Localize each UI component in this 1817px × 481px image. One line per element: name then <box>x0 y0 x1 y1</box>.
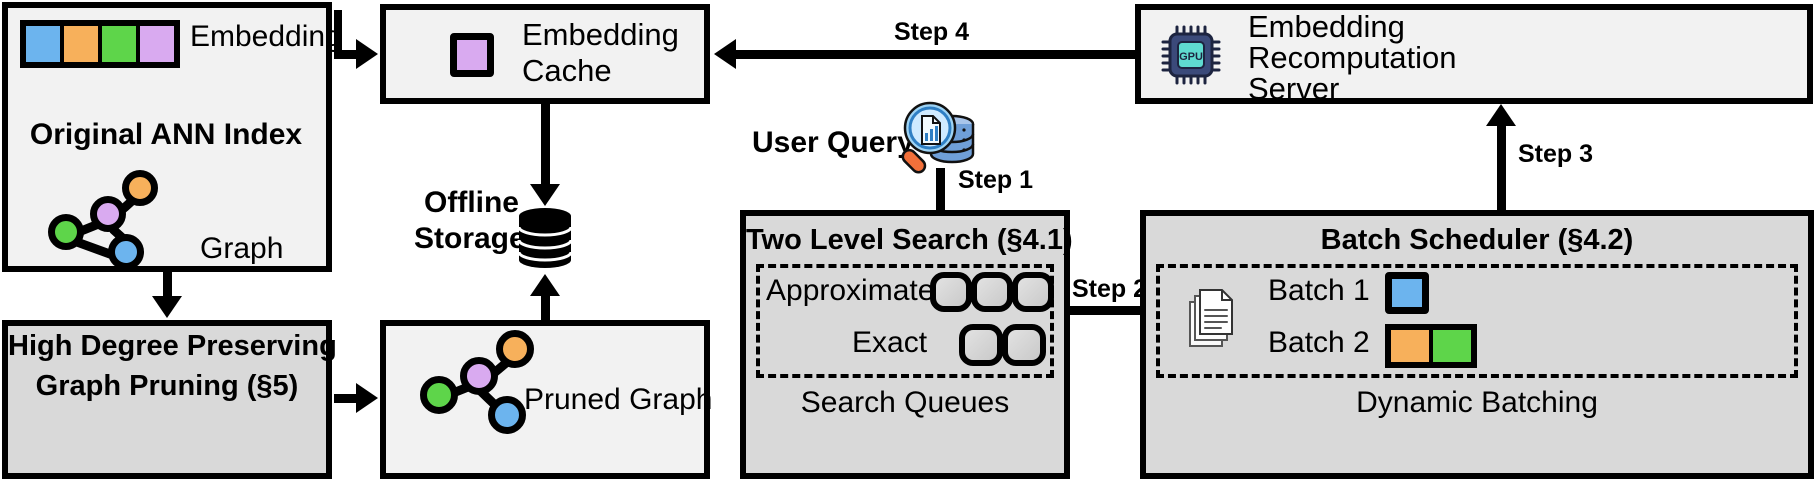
box-batch-scheduler <box>1140 210 1814 479</box>
step3-label: Step 3 <box>1518 140 1594 168</box>
arrowhead-pruning-to-pruned-graph <box>356 383 378 413</box>
original-ann-index-title: Original ANN Index <box>29 118 303 151</box>
dynamic-batching-panel <box>1156 264 1798 378</box>
svg-text:GPU: GPU <box>1179 51 1203 63</box>
connector-pruning-to-pruned-graph <box>334 394 358 403</box>
embedding-strip <box>20 20 180 68</box>
connector-step4 <box>736 50 1135 59</box>
embedding-cell-blue <box>26 26 64 62</box>
embedding-cache-icon <box>450 33 494 77</box>
recomputation-server-line1: Embedding <box>1248 9 1405 44</box>
batch-row-label-2: Batch 2 <box>1268 326 1370 359</box>
embedding-cell-orange <box>64 26 102 62</box>
search-queue-slot <box>971 272 1013 312</box>
arrowhead-pruned-to-storage <box>530 274 560 296</box>
connector-ann-to-cache-vertical <box>334 10 342 58</box>
embedding-cell-green <box>102 26 140 62</box>
connector-cache-to-storage <box>541 104 550 186</box>
ann-graph-node-purple <box>90 196 126 232</box>
pruned-graph-node-purple <box>460 357 498 395</box>
database-cylinder-icon <box>517 208 573 268</box>
connector-step2 <box>1070 306 1146 315</box>
batch-scheduler-title: Batch Scheduler (§4.2) <box>1320 224 1634 256</box>
offline-storage-line2: Storage <box>414 222 526 255</box>
graph-pruning-line2: Graph Pruning (§5) <box>35 370 299 402</box>
ann-graph-node-green <box>48 214 84 250</box>
pruned-graph-node-green <box>420 376 458 414</box>
connector-ann-to-cache <box>334 50 358 59</box>
recomputation-server-line2: Recomputation <box>1248 40 1457 75</box>
embedding-label: Embedding <box>190 20 342 53</box>
arrowhead-step3 <box>1486 104 1516 126</box>
graph-label: Graph <box>200 232 284 265</box>
batch-2-cell-orange <box>1391 330 1433 362</box>
embedding-cache-line2: Cache <box>522 53 612 88</box>
ann-graph-node-blue <box>108 234 144 270</box>
box-embedding-recomputation-server <box>1135 4 1813 104</box>
gpu-chip-icon: GPU <box>1161 25 1221 85</box>
batch-2-cell-green <box>1433 330 1471 362</box>
search-row-label-exact: Exact <box>852 326 928 359</box>
batch-1-embedding-blue <box>1385 272 1429 314</box>
pruned-graph-node-orange <box>496 330 534 368</box>
search-queue-slot <box>1002 324 1046 366</box>
ann-graph-node-orange <box>122 170 158 206</box>
arrowhead-ann-to-cache <box>356 39 378 69</box>
step1-label: Step 1 <box>958 166 1034 194</box>
step4-label: Step 4 <box>894 18 970 46</box>
arrowhead-cache-to-storage <box>530 184 560 206</box>
connector-ann-to-pruning <box>163 272 172 298</box>
connector-pruned-graph-to-storage <box>541 296 550 322</box>
embedding-cache-line1: Embedding <box>522 17 679 52</box>
pruned-graph-label: Pruned Graph <box>524 383 713 416</box>
connector-step1 <box>936 168 945 218</box>
documents-icon <box>1189 289 1233 347</box>
batch-row-label-1: Batch 1 <box>1268 274 1370 307</box>
box-embedding-cache <box>380 4 710 104</box>
pruned-graph-node-blue <box>488 396 526 434</box>
batch-2-embedding-strip <box>1385 324 1477 368</box>
search-queues-caption: Search Queues <box>800 386 1010 419</box>
embedding-cell-purple <box>140 26 174 62</box>
search-row-label-approximate: Approximate <box>766 274 935 307</box>
arrowhead-ann-to-pruning <box>152 296 182 318</box>
dynamic-batching-caption: Dynamic Batching <box>1356 386 1598 419</box>
search-queue-slot <box>1012 272 1054 312</box>
search-queue-slot <box>930 272 972 312</box>
offline-storage-line1: Offline <box>424 186 519 219</box>
graph-pruning-line1: High Degree Preserving <box>8 330 337 362</box>
two-level-search-title: Two Level Search (§4.1) <box>746 224 1073 256</box>
search-queues-panel <box>756 264 1054 378</box>
connector-step3 <box>1497 126 1506 210</box>
box-graph-pruning <box>2 320 332 479</box>
query-magnifier-database-icon <box>901 101 975 174</box>
recomputation-server-line3: Server <box>1248 71 1340 106</box>
search-queue-slot <box>959 324 1003 366</box>
step2-label: Step 2 <box>1072 275 1148 303</box>
user-query-label: User Query <box>752 126 914 159</box>
arrowhead-step4 <box>714 39 736 69</box>
